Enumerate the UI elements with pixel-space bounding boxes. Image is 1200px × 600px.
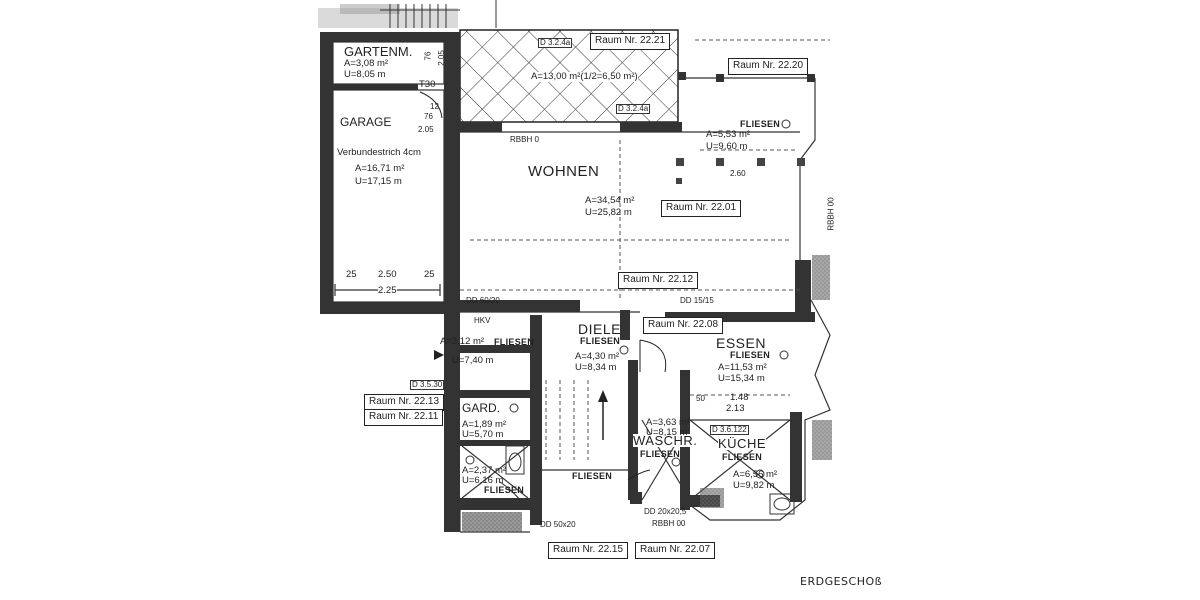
room-number-22-08: Raum Nr. 22.08 — [643, 317, 724, 334]
dim-50: 50 — [696, 394, 705, 403]
bath-area: A=2,37 m² — [462, 465, 507, 476]
essen-finish: FLIESEN — [730, 350, 771, 360]
bay-area: A=5,53 m² — [706, 129, 751, 140]
room-number-22-12: Raum Nr. 22.12 — [618, 272, 699, 289]
dim-205-lower: 2.05 — [418, 125, 434, 134]
annot-rbbh-bottom: RBBH 00 — [652, 519, 686, 528]
annot-d3530: D 3.5.30 — [410, 380, 445, 390]
scan-smudge — [318, 4, 458, 28]
dim-12: 12 — [430, 102, 439, 111]
annot-d324-top: D 3.2.4a — [538, 38, 573, 48]
garage-note: Verbundestrich 4cm — [337, 147, 421, 158]
diele-perimeter: U=8,34 m — [575, 362, 617, 373]
gartenm-area: A=3,08 m² — [344, 58, 389, 69]
finish-markers — [465, 119, 791, 479]
gard-perimeter: U=5,70 m — [462, 429, 504, 440]
dim-25-left: 25 — [346, 269, 357, 280]
gartenm-name: GARTENM. — [344, 44, 413, 59]
gard-name: GARD. — [462, 401, 501, 415]
garage-area: A=16,71 m² — [355, 163, 405, 174]
gartenm-perimeter: U=8,05 m — [344, 69, 386, 80]
dim-76-upper: 76 — [423, 51, 433, 61]
upper-stair-lines — [380, 0, 497, 28]
bath-finish: FLIESEN — [484, 485, 525, 495]
door-swings — [419, 91, 667, 501]
waschr-perimeter: U=8,15 m — [646, 427, 688, 438]
wc-finish: FLIESEN — [494, 337, 535, 347]
garage-name: GARAGE — [340, 115, 392, 129]
annot-rbbh-top: RBBH 0 — [510, 135, 539, 144]
gard-area: A=1,89 m² — [462, 419, 507, 430]
room-number-22-20: Raum Nr. 22.20 — [728, 58, 809, 75]
annot-dd5020: DD 50x20 — [540, 520, 576, 529]
wohnen-perimeter: U=25,82 m — [585, 207, 632, 218]
annot-dd205: DD 20x20,5 — [644, 507, 687, 516]
dim-25-right: 25 — [424, 269, 435, 280]
bath-fixtures — [505, 445, 795, 515]
diele-name: DIELE — [578, 321, 621, 337]
dim-260: 2.60 — [730, 169, 746, 178]
waschr-name: WASCHR. — [633, 433, 698, 448]
annot-dd6020: DD 60/20 — [466, 296, 500, 305]
essen-area: A=11,53 m² — [718, 362, 767, 373]
essen-perimeter: U=15,34 m — [718, 373, 765, 384]
floor-caption: ERDGESCHOß — [800, 575, 883, 588]
room-number-22-11: Raum Nr. 22.11 — [364, 409, 444, 426]
diele-finish: FLIESEN — [580, 336, 621, 346]
annot-rbbh-right: RBBH 00 — [826, 197, 836, 231]
kueche-perimeter: U=9,82 m — [733, 480, 775, 491]
kueche-area: A=6,56 m² — [733, 469, 778, 480]
garage-perimeter: U=17,15 m — [355, 176, 402, 187]
outlines — [332, 41, 831, 533]
wohnen-name: WOHNEN — [528, 163, 600, 180]
annot-d324-mid: D 3.2.4a — [616, 104, 651, 114]
annot-hkv: HKV — [474, 316, 491, 325]
grain-blocks — [462, 255, 832, 532]
wc-area: A=3,12 m² — [440, 336, 485, 347]
bath-perimeter: U=6,16 m — [462, 475, 504, 486]
stairs-finish: FLIESEN — [572, 471, 613, 481]
kueche-name: KÜCHE — [718, 436, 767, 451]
dim-76-lower: 76 — [424, 112, 433, 121]
waschr-finish: FLIESEN — [640, 449, 681, 459]
dim-205-upper: 2.05 — [436, 50, 446, 66]
dashed-lines — [460, 39, 830, 460]
stair-arrow-icon — [598, 390, 608, 440]
annot-t30: T30 — [419, 79, 436, 90]
room-number-22-01: Raum Nr. 22.01 — [661, 200, 742, 217]
dim-225: 2.25 — [378, 285, 397, 296]
annot-d36122: D 3.6.122 — [710, 425, 749, 435]
bay-perimeter: U=9,60 m — [706, 141, 748, 152]
wc-perimeter: U=7,40 m — [452, 355, 494, 366]
dim-213: 2.13 — [726, 403, 745, 414]
dim-148: 1.48 — [730, 392, 749, 403]
dim-250: 2.50 — [378, 269, 397, 280]
wohnen-area: A=34,54 m² — [585, 195, 635, 206]
bay-finish: FLIESEN — [740, 119, 781, 129]
essen-name: ESSEN — [716, 335, 766, 351]
terrace-area: A=13,00 m²(1/2=6,50 m²) — [531, 71, 638, 82]
room-number-22-07: Raum Nr. 22.07 — [635, 542, 716, 559]
room-number-22-15: Raum Nr. 22.15 — [548, 542, 629, 559]
wc-arrow-icon — [434, 350, 444, 360]
room-number-22-21: Raum Nr. 22.21 — [590, 33, 671, 50]
waschr-area: A=3,63 m² — [646, 417, 691, 428]
annot-dd1515: DD 15/15 — [680, 296, 714, 305]
kueche-finish: FLIESEN — [722, 452, 763, 462]
diele-area: A=4,30 m² — [575, 351, 620, 362]
